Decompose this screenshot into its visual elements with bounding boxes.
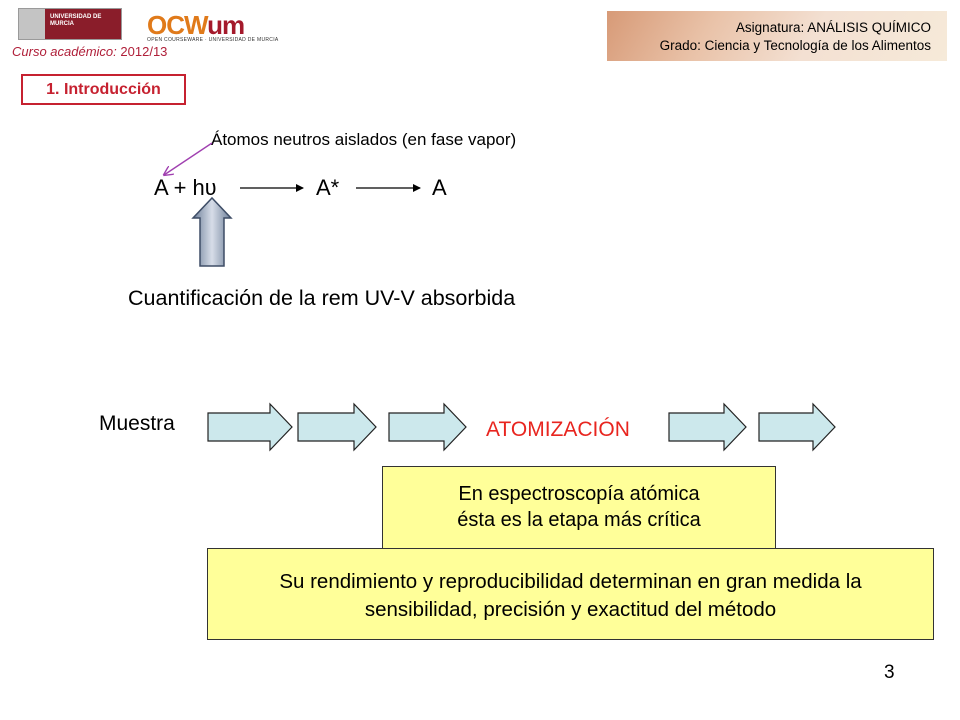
page-number: 3	[884, 662, 895, 683]
excited-atom-label: A*	[316, 175, 340, 200]
performance-note-line2: sensibilidad, precisión y exactitud del …	[364, 598, 777, 621]
ocw-logo-text: OCW	[147, 10, 208, 40]
process-arrow-5	[758, 402, 836, 452]
section-title-text: 1. Introducción	[46, 80, 161, 98]
degree-title: Grado: Ciencia y Tecnología de los Alime…	[659, 38, 931, 53]
subject-banner: Asignatura: ANÁLISIS QUÍMICO Grado: Cien…	[607, 11, 947, 61]
universidad-murcia-logo	[18, 8, 122, 40]
um-logo-text: um	[207, 10, 245, 40]
process-arrow-4	[668, 402, 747, 452]
atoms-label: Átomos neutros aislados (en fase vapor)	[211, 130, 517, 149]
academic-year-label: Curso académico:	[12, 44, 117, 59]
process-arrow-2	[297, 402, 377, 452]
quantification-up-arrow	[191, 196, 233, 267]
universidad-murcia-logo-text: UNIVERSIDAD DE MURCIA	[50, 14, 102, 27]
atomization-label: ATOMIZACIÓN	[486, 418, 630, 441]
performance-note-line1: Su rendimiento y reproducibilidad determ…	[279, 570, 862, 593]
critical-step-note: En espectroscopía atómica ésta es la eta…	[382, 466, 776, 550]
subject-title: Asignatura: ANÁLISIS QUÍMICO	[735, 20, 931, 35]
process-arrow-3	[388, 402, 467, 452]
product-label: A	[432, 175, 447, 200]
ocw-logo-subtitle: OPEN COURSEWARE · UNIVERSIDAD DE MURCIA	[147, 37, 279, 43]
performance-note: Su rendimiento y reproducibilidad determ…	[207, 548, 934, 640]
quantification-label: Cuantificación de la rem UV-V absorbida	[128, 286, 516, 310]
academic-year: Curso académico: 2012/13	[12, 44, 167, 59]
critical-step-note-line1: En espectroscopía atómica	[458, 483, 700, 505]
atoms-pointer-arrow	[164, 142, 213, 175]
section-title: 1. Introducción	[21, 74, 186, 105]
academic-year-value: 2012/13	[120, 44, 168, 59]
reactant-label: A + hʋ	[154, 175, 217, 200]
ocw-um-logo: OCWum	[147, 10, 245, 41]
sample-label: Muestra	[99, 412, 175, 435]
process-arrow-1	[207, 402, 293, 452]
critical-step-note-line2: ésta es la etapa más crítica	[457, 509, 701, 531]
